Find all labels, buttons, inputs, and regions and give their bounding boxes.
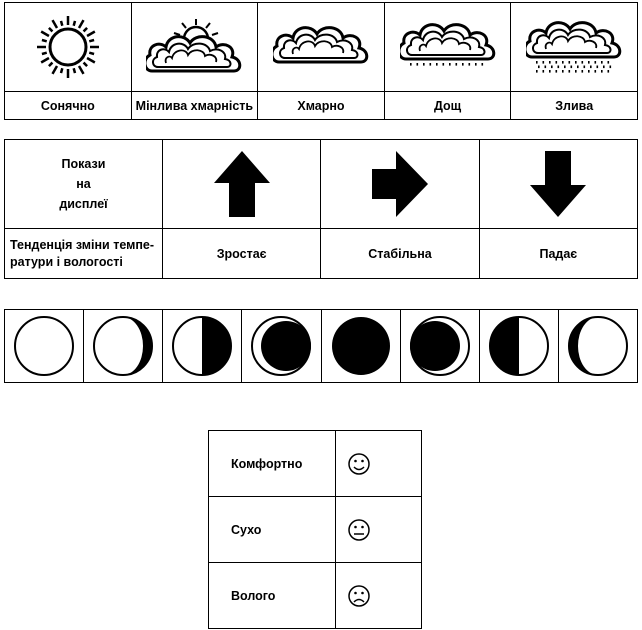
weather-cell-rain	[383, 2, 512, 92]
comfort-label: Комфортно	[208, 430, 336, 497]
full-moon-icon	[14, 316, 75, 376]
moon-cell	[557, 309, 639, 383]
trend-label: Падає	[478, 228, 639, 279]
weather-cell-cloudy	[257, 2, 385, 92]
sun-icon	[36, 16, 99, 78]
rain-icon	[399, 23, 495, 66]
smile-face-icon	[348, 452, 370, 475]
moon-phase-table	[3, 309, 639, 383]
weather-table: Сонячно Мінлива хмарність Хмарно Дощ Зли…	[4, 2, 638, 120]
trend-description: Тенденція зміни темпе- ратури і вологост…	[4, 228, 163, 279]
arrow-right-icon	[371, 151, 428, 217]
comfort-icon-cell	[335, 496, 422, 563]
arrow-up-icon	[213, 151, 270, 217]
trend-table: Покази на дисплеї Тенденція зміни темпе-…	[4, 139, 639, 279]
trend-label: Стабільна	[320, 228, 480, 279]
weather-label: Злива	[510, 91, 638, 120]
cloud-icon	[272, 26, 369, 64]
moon-cell	[241, 309, 322, 383]
waxing-crescent-icon	[409, 316, 470, 376]
comfort-label: Сухо	[208, 496, 336, 563]
waning-gibbous-icon	[93, 316, 154, 376]
last-quarter-icon	[172, 316, 233, 376]
moon-cell	[3, 309, 85, 383]
comfort-table: Комфортно Сухо Волого	[208, 430, 422, 629]
weather-label: Сонячно	[4, 91, 132, 120]
partly-cloudy-icon	[146, 19, 242, 73]
moon-cell	[83, 309, 164, 383]
neutral-face-icon	[348, 518, 370, 541]
sad-face-icon	[348, 584, 370, 607]
weather-cell-heavy-rain	[510, 2, 638, 92]
heavy-rain-icon	[526, 21, 622, 73]
comfort-icon-cell	[335, 562, 422, 629]
waxing-gibbous-icon	[567, 316, 628, 376]
trend-icon-cell	[320, 139, 480, 229]
first-quarter-icon	[488, 316, 549, 376]
moon-cell	[478, 309, 559, 383]
trend-icon-cell	[478, 139, 639, 229]
trend-label: Зростає	[161, 228, 322, 279]
trend-icon-cell	[161, 139, 322, 229]
weather-cell-partly-cloudy	[130, 2, 259, 92]
weather-label: Мінлива хмарність	[130, 91, 259, 120]
moon-cell	[162, 309, 243, 383]
moon-cell	[399, 309, 480, 383]
weather-cell-sunny	[4, 2, 132, 92]
comfort-icon-cell	[335, 430, 422, 497]
weather-label: Хмарно	[257, 91, 385, 120]
arrow-down-icon	[530, 151, 587, 217]
display-label: Покази на дисплеї	[4, 139, 163, 229]
moon-cell	[320, 309, 401, 383]
waning-crescent-icon	[251, 316, 312, 376]
comfort-label: Волого	[208, 562, 336, 629]
weather-label: Дощ	[383, 91, 512, 120]
new-moon-icon	[331, 317, 390, 375]
